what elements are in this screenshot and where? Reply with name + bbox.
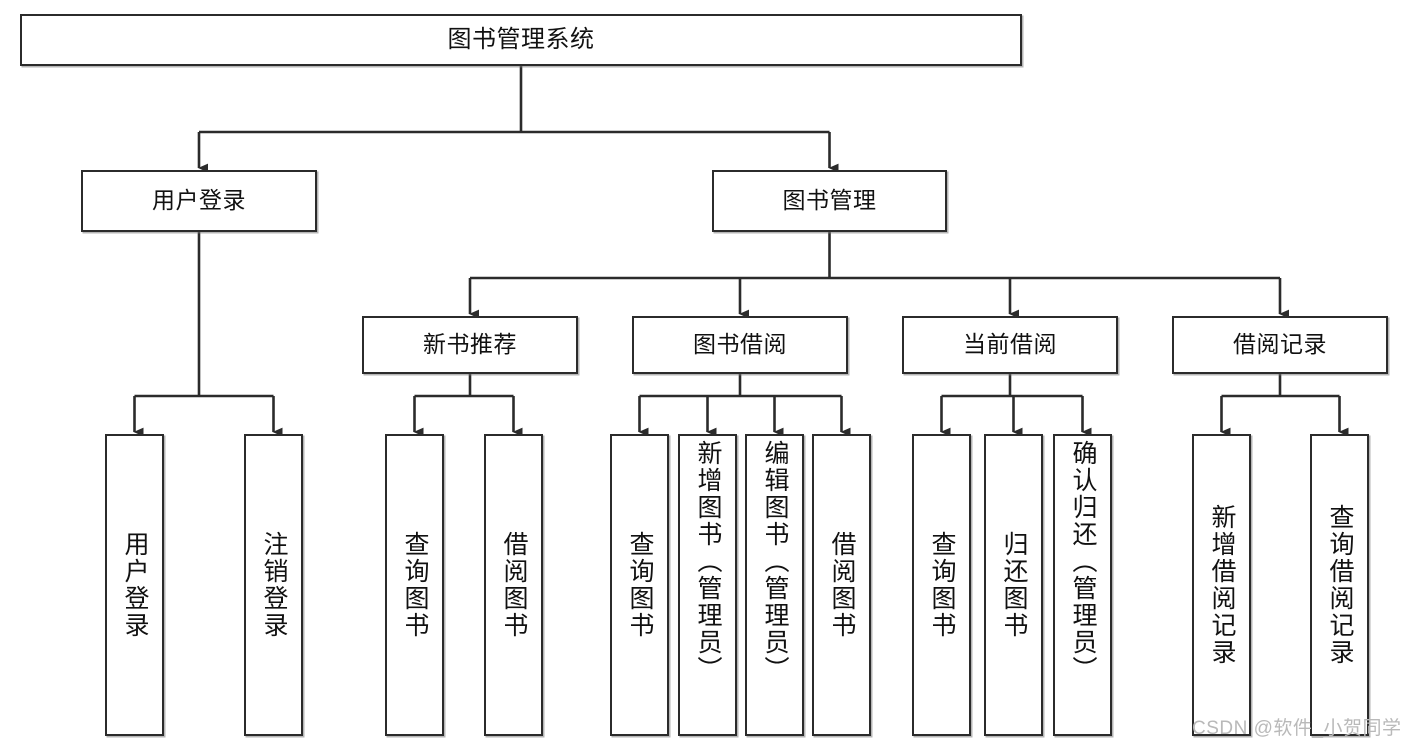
node-leaf-add-book[interactable]: 新增图书（管理员） [678,434,737,736]
node-login[interactable]: 用户登录 [81,170,317,232]
node-leaf-search-record[interactable]: 查询借阅记录 [1310,434,1369,736]
node-label: 图书管理 [782,187,877,214]
node-label: 新书推荐 [423,331,517,358]
node-root[interactable]: 图书管理系统 [20,14,1022,66]
watermark-text: CSDN @软件_小贺同学 [1192,718,1402,739]
node-leaf-user-login[interactable]: 用户登录 [105,434,164,736]
node-leaf-search-book-3[interactable]: 查询图书 [912,434,971,736]
node-leaf-confirm-return[interactable]: 确认归还（管理员） [1053,434,1112,736]
node-leaf-search-book-1[interactable]: 查询图书 [385,434,444,736]
node-label: 查询借阅记录 [1326,504,1354,666]
node-label: 归还图书 [1000,531,1028,639]
node-leaf-return-book[interactable]: 归还图书 [984,434,1043,736]
node-label: 借阅图书 [500,531,528,639]
node-borrow[interactable]: 图书借阅 [632,316,848,374]
node-leaf-borrow-book-1[interactable]: 借阅图书 [484,434,543,736]
node-current[interactable]: 当前借阅 [902,316,1118,374]
node-label: 注销登录 [260,531,288,639]
node-bookmgmt[interactable]: 图书管理 [712,170,947,232]
node-newbook[interactable]: 新书推荐 [362,316,578,374]
node-label: 查询图书 [626,531,654,639]
node-label: 新增图书（管理员） [694,440,722,683]
node-leaf-search-book-2[interactable]: 查询图书 [610,434,669,736]
node-label: 图书管理系统 [447,25,595,53]
node-leaf-borrow-book-2[interactable]: 借阅图书 [812,434,871,736]
node-leaf-edit-book[interactable]: 编辑图书（管理员） [745,434,804,736]
node-label: 查询图书 [401,531,429,639]
node-leaf-add-record[interactable]: 新增借阅记录 [1192,434,1251,736]
node-label: 查询图书 [928,531,956,639]
node-label: 新增借阅记录 [1208,504,1236,666]
node-records[interactable]: 借阅记录 [1172,316,1388,374]
node-label: 编辑图书（管理员） [761,440,789,683]
node-label: 当前借阅 [963,331,1057,358]
node-label: 借阅记录 [1233,331,1327,358]
node-label: 用户登录 [121,531,149,639]
node-label: 用户登录 [152,187,246,214]
node-label: 借阅图书 [828,531,856,639]
node-label: 确认归还（管理员） [1069,440,1097,683]
node-leaf-user-logout[interactable]: 注销登录 [244,434,303,736]
node-label: 图书借阅 [693,331,787,358]
